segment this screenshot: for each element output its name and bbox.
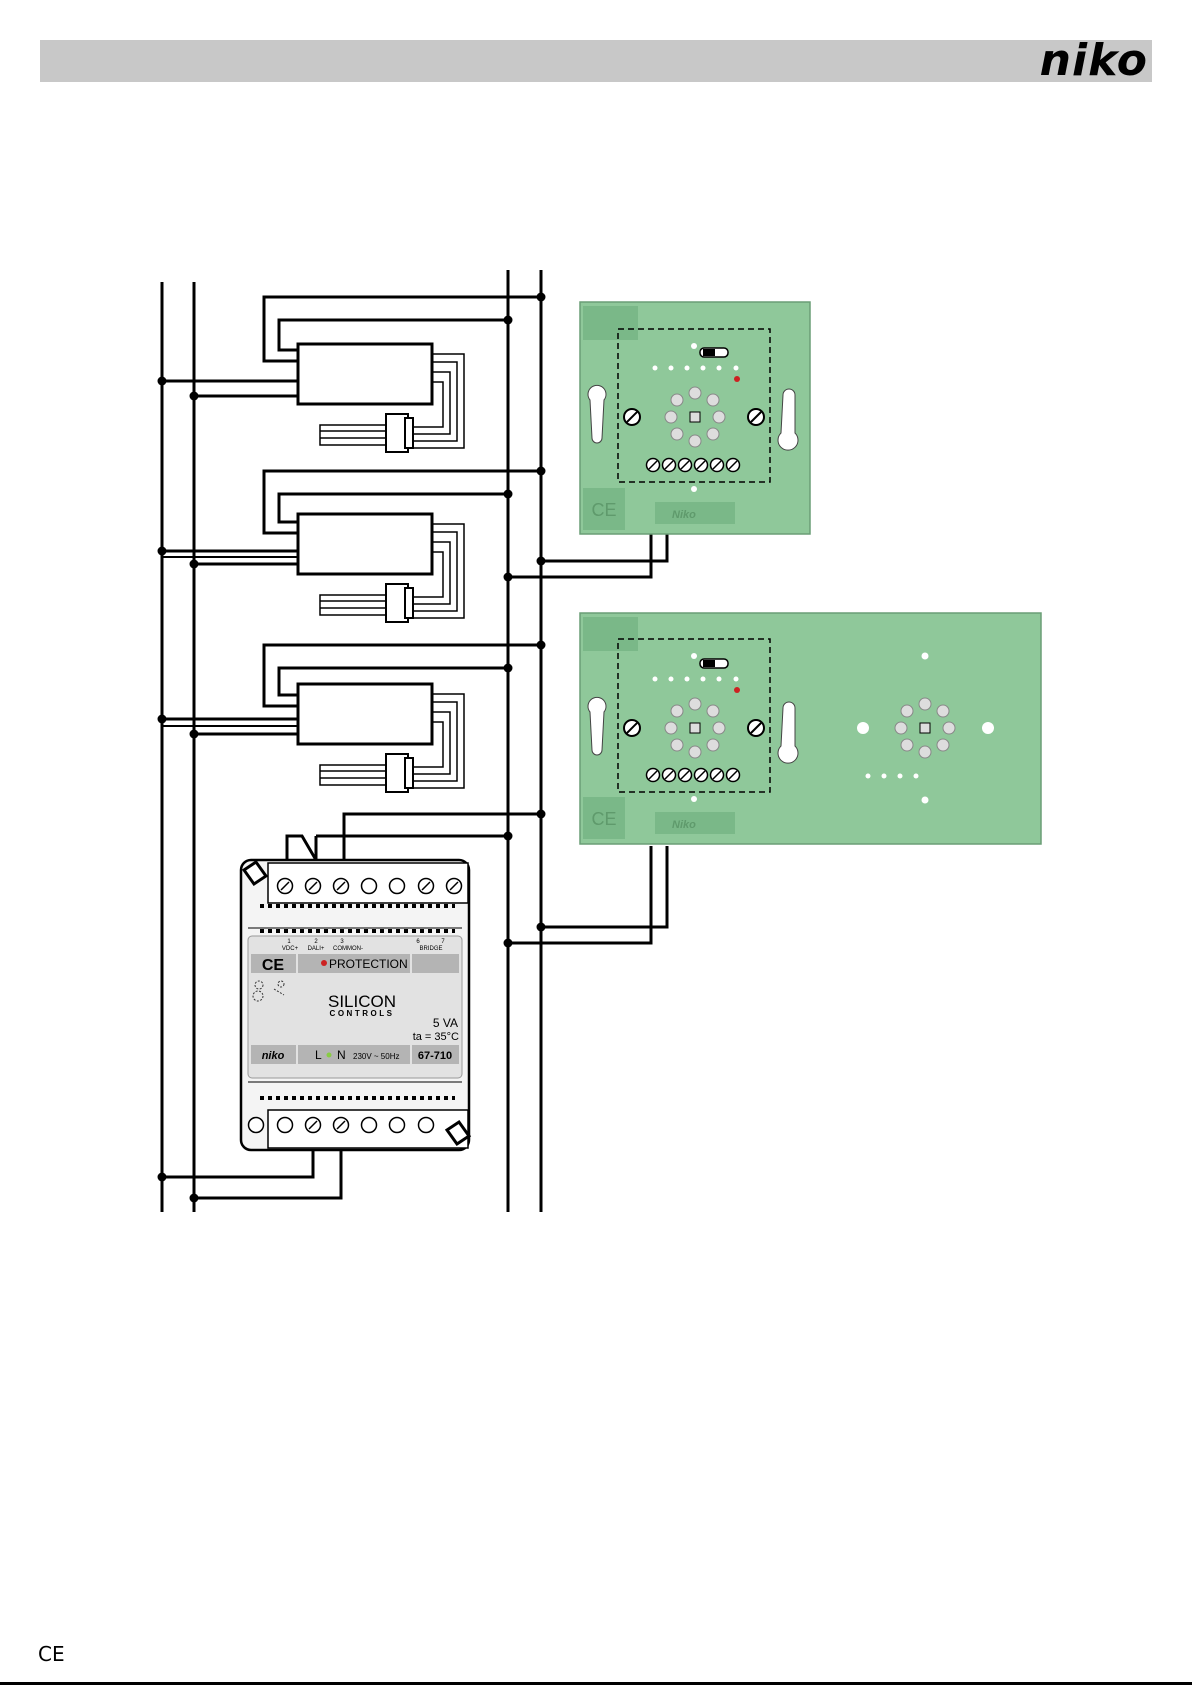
ballast-3 [158,641,546,793]
pcb-ce-mark: CE [591,809,616,829]
pcb-brand: Niko [672,819,696,831]
model-number: 67-710 [418,1050,452,1062]
pcb-corner-pad [583,306,638,340]
pcb-small-control: CE Niko [504,302,811,582]
power-rating: 5 VA [433,1016,458,1030]
pcb-brand: Niko [672,509,696,521]
ballast-box [298,514,432,574]
module-ce-mark: CE [262,957,285,974]
pcb-ce-mark: CE [591,500,616,520]
ballast-2 [158,467,546,623]
manufacturer-subname: CONTROLS [330,1009,395,1018]
power-led [327,1053,332,1058]
module-brand: niko [262,1050,285,1062]
power-supply-module: 1 2 3 6 7 VDC+ DALI+ COMMON- BRIDGE CE P… [158,810,546,1203]
n-label: N [337,1048,346,1062]
pcb-large-control: CE Niko [504,613,1042,948]
ballast-box [298,344,432,404]
voltage-label: 230V ~ 50Hz [353,1052,399,1061]
footer-ce-mark: CE [38,1642,65,1666]
pcb-board [580,613,1041,844]
status-led [734,376,740,382]
label-text: DALI+ [308,946,325,952]
temp-rating: ta = 35°C [413,1031,459,1043]
ballast-1 [158,293,546,453]
protection-label: PROTECTION [329,957,408,971]
pcb-corner-pad [583,617,638,651]
protection-led [321,960,327,966]
label-text: BRIDGE [419,946,442,952]
label-text: VDC+ [282,946,299,952]
label-text: COMMON- [333,946,363,952]
ballast-box [298,684,432,744]
l-label: L [315,1048,322,1062]
status-led [734,687,740,693]
